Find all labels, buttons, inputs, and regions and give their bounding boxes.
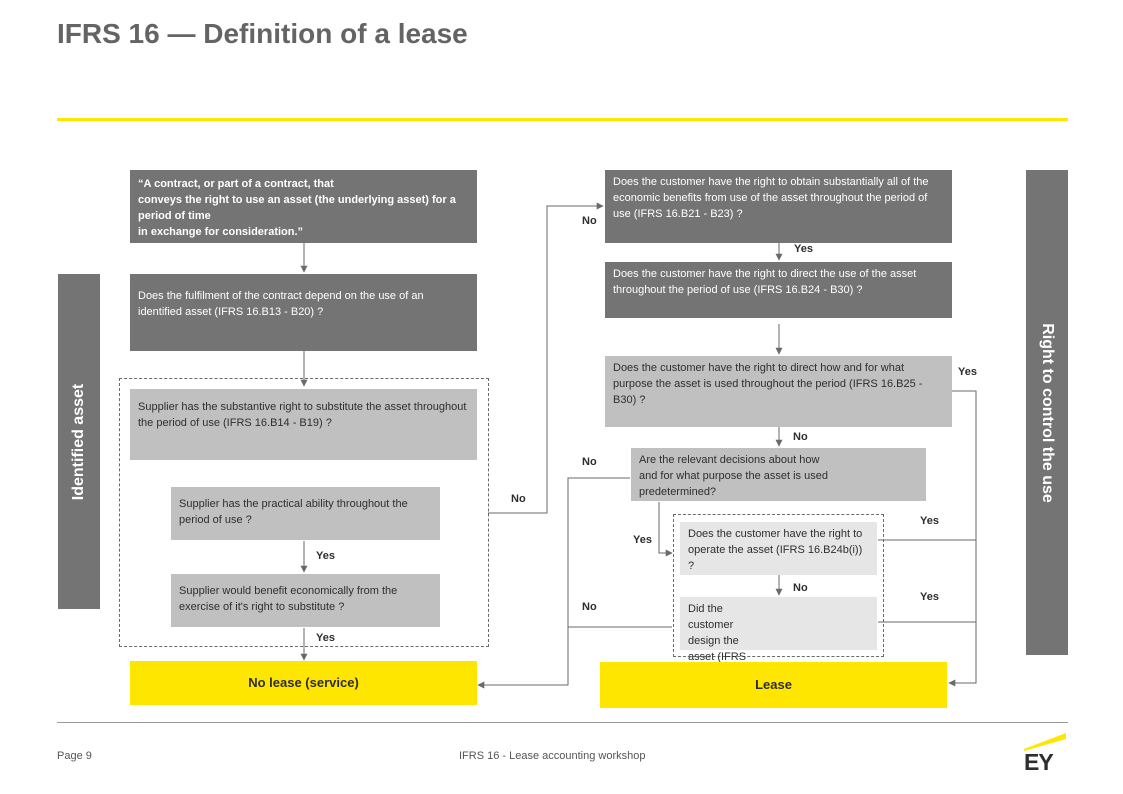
definition-line-2: conveys the right to use an asset (the u…	[138, 194, 456, 222]
operate-design-group	[673, 514, 884, 657]
design-asset-question: Did the customer design the asset (IFRS …	[680, 597, 877, 679]
lease-definition-box: “A contract, or part of a contract, that…	[130, 170, 477, 243]
identified-asset-bar: Identified asset	[58, 274, 100, 609]
definition-line-1: “A contract, or part of a contract, that	[138, 178, 334, 190]
economic-benefit-question: Supplier would benefit economically from…	[171, 574, 440, 627]
page-title: IFRS 16 — Definition of a lease	[57, 18, 468, 49]
label-yes-benefits: Yes	[794, 243, 813, 255]
right-to-control-label: Right to control the use	[1039, 322, 1056, 503]
operate-asset-question: Does the customer have the right to oper…	[680, 522, 877, 575]
arrow-yes-to-lease	[948, 390, 977, 687]
label-no-howwhat: No	[793, 431, 808, 443]
label-no-predetermined: No	[582, 456, 597, 468]
identified-asset-label: Identified asset	[70, 383, 87, 500]
label-yes-howwhat: Yes	[958, 366, 977, 378]
how-and-what-purpose-question: Does the customer have the right to dire…	[605, 356, 952, 427]
footer-title: IFRS 16 - Lease accounting workshop	[459, 750, 646, 762]
label-yes-benefit: Yes	[316, 632, 335, 644]
label-no-to-benefits: No	[582, 215, 597, 227]
arrow-substitute-no-to-benefits	[488, 202, 604, 514]
label-yes-operate: Yes	[920, 515, 939, 527]
label-yes-design: Yes	[920, 591, 939, 603]
ey-logo-mark	[1024, 733, 1066, 751]
arrow-predetermined-yes-to-operate	[658, 502, 673, 557]
substitute-right-question: Supplier has the substantive right to su…	[130, 389, 477, 460]
practical-ability-question: Supplier has the practical ability throu…	[171, 487, 440, 540]
footer-divider	[57, 722, 1068, 723]
label-no-design: No	[582, 601, 597, 613]
direct-use-question: Does the customer have the right to dire…	[605, 262, 952, 318]
economic-benefits-question: Does the customer have the right to obta…	[605, 170, 952, 243]
ey-logo: EY	[1022, 733, 1068, 775]
label-no-substitution: No	[511, 493, 526, 505]
label-yes-practical: Yes	[316, 550, 335, 562]
page-number: Page 9	[57, 750, 92, 762]
substitution-group	[119, 378, 489, 647]
ey-logo-text: EY	[1024, 749, 1054, 775]
title-underline	[57, 118, 1068, 121]
predetermined-question: Are the relevant decisions about how and…	[631, 448, 926, 501]
arrow-no-to-nolease	[477, 477, 630, 689]
identified-asset-question: Does the fulfilment of the contract depe…	[130, 274, 477, 351]
definition-line-3: in exchange for consideration.”	[138, 226, 304, 238]
right-to-control-bar: Right to control the use	[1026, 170, 1068, 655]
label-yes-predetermined: Yes	[633, 534, 652, 546]
lease-outcome: Lease	[600, 662, 947, 708]
no-lease-outcome: No lease (service)	[130, 661, 477, 705]
label-no-operate: No	[793, 582, 808, 594]
